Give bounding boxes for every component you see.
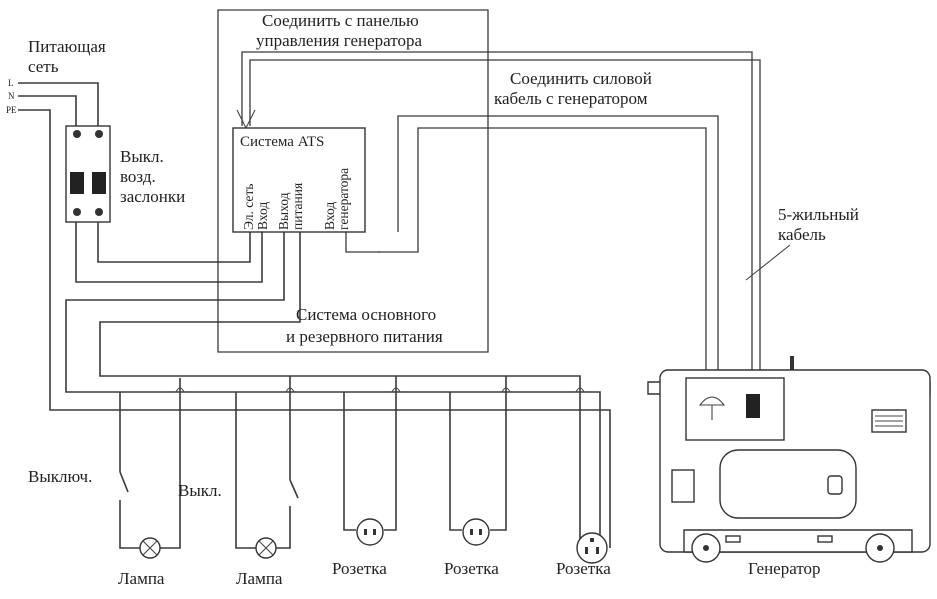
breaker-lever-right [92, 172, 106, 194]
gen-input-wire [345, 232, 380, 253]
ats-gen-input-label-2: генератора [336, 168, 351, 230]
lamp1-cross [142, 540, 158, 556]
switch-label-1: Выключ. [28, 467, 92, 486]
connect-panel-label-1: Соединить с панелью [262, 11, 419, 30]
socket1-wire-left [343, 392, 356, 531]
lamp1-switch [119, 471, 129, 493]
socket3 [576, 532, 608, 564]
breaker-top-terminal-right [95, 130, 103, 138]
lamp2-wire-left [235, 392, 256, 549]
ats-gen-input-label-1: Вход [322, 202, 337, 230]
breaker-label-2: возд. [120, 167, 156, 186]
generator-panel [685, 377, 785, 441]
switch-label-2: Выкл. [178, 481, 222, 500]
mains-wire-1 [97, 222, 251, 263]
generator-vent-slats [875, 415, 903, 427]
power-cable-outer [397, 115, 719, 370]
socket-label-2: Розетка [444, 559, 499, 578]
socket1-wire-right [384, 376, 397, 531]
breaker-top-terminal-left [73, 130, 81, 138]
generator-label: Генератор [748, 559, 821, 578]
socket2-pin-right [479, 529, 482, 535]
breaker-label-1: Выкл. [120, 147, 164, 166]
cable5-pointer [745, 244, 791, 281]
control-cable [241, 51, 753, 370]
socket1 [356, 518, 384, 546]
phase-n-label: N [8, 91, 15, 101]
lamp-label-2: Лампа [236, 569, 283, 588]
lamp2-wire-right-low [276, 506, 291, 549]
generator-base-slot-left [725, 535, 741, 543]
socket1-pin-left [364, 529, 367, 535]
socket3-pin-right [596, 547, 599, 554]
line-l [18, 82, 99, 128]
phase-pe-label: PE [6, 105, 17, 115]
breaker-bottom-terminal-right [95, 208, 103, 216]
socket2-wire-left [449, 392, 462, 531]
ats-output-label-1: Выход [276, 192, 291, 230]
generator-tank [719, 449, 857, 519]
lamp-label-1: Лампа [118, 569, 165, 588]
supply-label-2: сеть [28, 57, 59, 76]
control-arrow-head [236, 109, 256, 130]
mains-wire-2 [75, 222, 263, 283]
power-cable-label-2: кабель с генератором [494, 89, 648, 108]
line-n [18, 95, 77, 128]
ats-mains-input-label-2: Вход [255, 202, 270, 230]
generator-control-connector [746, 394, 760, 418]
socket-label-3: Розетка [556, 559, 611, 578]
connect-panel-label-2: управления генератора [256, 31, 422, 50]
ats-out-1 [65, 232, 601, 548]
power-cable-inner [378, 127, 707, 370]
lamp1-wire-right [160, 378, 181, 549]
generator-plug-connector [698, 396, 726, 406]
line-pe [18, 109, 611, 548]
socket2-pin-left [470, 529, 473, 535]
supply-label-1: Питающая [28, 37, 106, 56]
ats-output-label-2: питания [290, 183, 305, 230]
crossing-bumps [175, 387, 585, 393]
socket-label-1: Розетка [332, 559, 387, 578]
ats-box [232, 127, 366, 233]
breaker-label-3: заслонки [120, 187, 185, 206]
socket2-wire-right [490, 376, 507, 531]
breaker-lever-left [70, 172, 84, 194]
phase-l-label: L [8, 78, 14, 88]
generator-base-slot-right [817, 535, 833, 543]
cable5-label-2: кабель [778, 225, 826, 244]
system-label-1: Система основного [296, 305, 436, 324]
socket3-pin-earth [590, 538, 594, 542]
system-label-2: и резервного питания [286, 327, 443, 346]
cable5-label-1: 5-жильный [778, 205, 859, 224]
control-cable-inner [249, 59, 761, 370]
lamp1-wire-left-low [119, 500, 140, 549]
socket2 [462, 518, 490, 546]
generator-wheel-right-hub [877, 545, 883, 551]
generator-antenna [790, 356, 794, 370]
socket3-pin-left [585, 547, 588, 554]
ats-mains-input-label-1: Эл. сеть [241, 184, 256, 230]
generator-side-panel [671, 469, 695, 503]
breaker-bottom-terminal-left [73, 208, 81, 216]
generator-wheel-left-hub [703, 545, 709, 551]
power-cable-label-1: Соединить силовой [510, 69, 652, 88]
lamp2-switch [289, 479, 299, 499]
ats-title: Система ATS [240, 134, 324, 150]
generator-base [683, 529, 913, 553]
ats-out-2 [99, 232, 581, 548]
socket1-pin-right [373, 529, 376, 535]
generator-unit [647, 356, 931, 563]
lamp2-cross [258, 540, 274, 556]
generator-tank-cap [827, 475, 843, 495]
system-frame [217, 9, 489, 353]
